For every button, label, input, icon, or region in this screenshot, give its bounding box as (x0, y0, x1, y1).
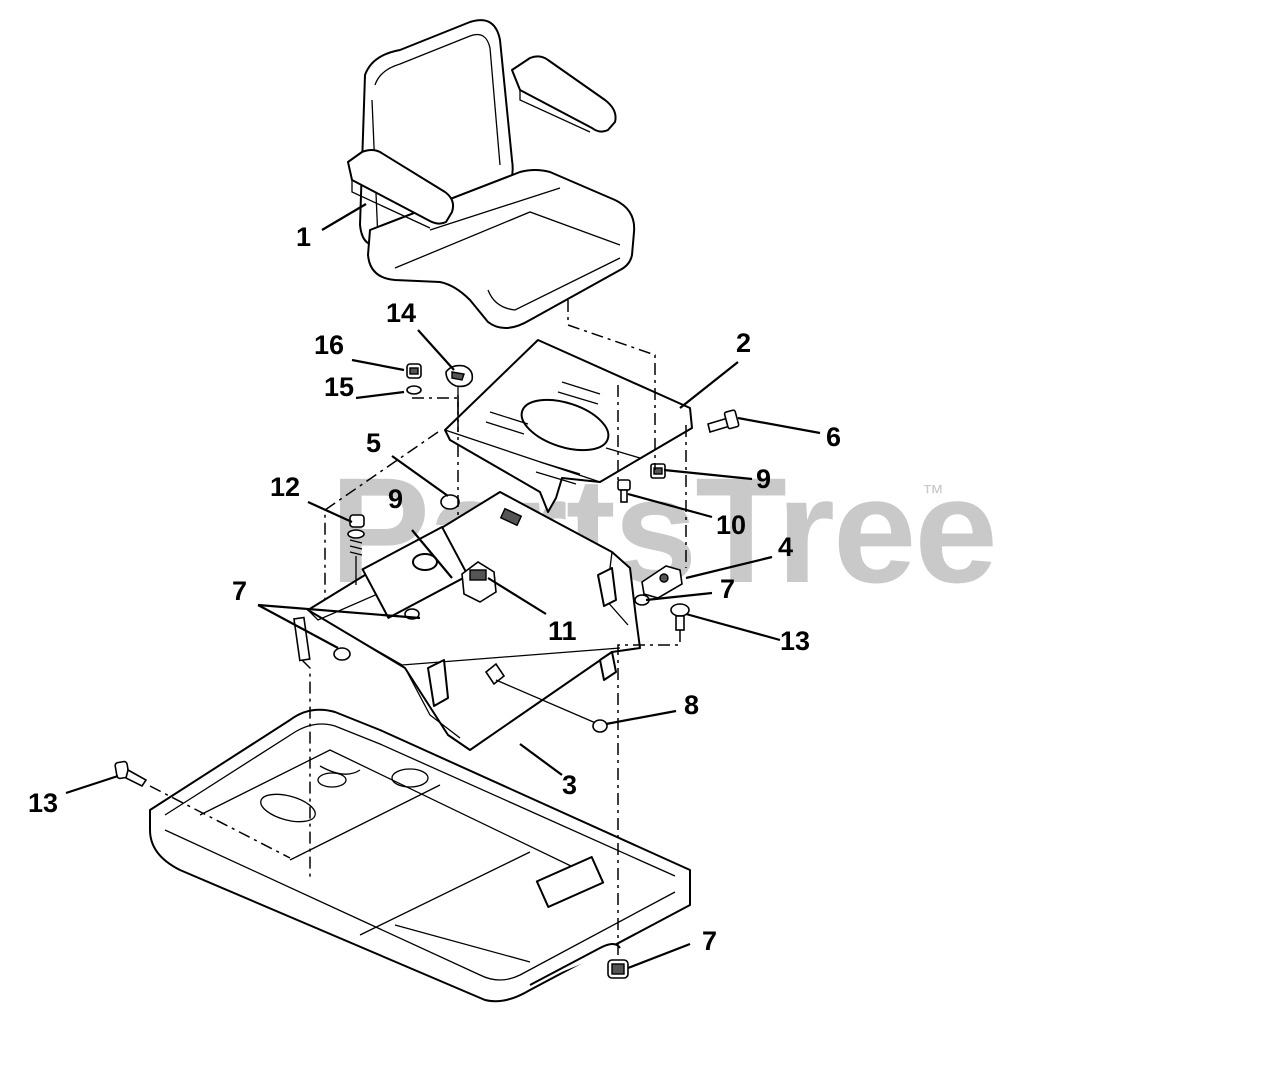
callout-12: 12 (270, 472, 300, 502)
nut-9-upper (650, 463, 666, 479)
washer-15 (406, 385, 422, 395)
bolt-10 (617, 479, 631, 503)
callout-6: 6 (826, 422, 841, 452)
watermark-trademark: ™ (922, 480, 944, 505)
callout-4: 4 (778, 532, 793, 562)
callout-3: 3 (562, 770, 577, 800)
callout-5: 5 (366, 428, 381, 458)
leader-lines (65, 203, 821, 970)
mower-frame (149, 708, 691, 1003)
callout-11: 11 (548, 616, 577, 646)
pin-13-right (670, 603, 690, 631)
seat-frame-part (293, 491, 641, 751)
callout-14: 14 (386, 298, 416, 328)
callout-1: 1 (296, 222, 311, 252)
callout-13-right: 13 (780, 626, 810, 656)
hinge-4 (641, 565, 683, 599)
callout-7-bottom: 7 (702, 926, 717, 956)
callout-8: 8 (684, 690, 699, 720)
center-lines (149, 300, 687, 960)
callout-16: 16 (314, 330, 344, 360)
callout-labels: 1 2 3 4 5 6 7 7 7 8 9 9 10 11 12 13 13 1… (28, 222, 841, 956)
seat-plate-part (444, 339, 693, 513)
callout-13-left: 13 (28, 788, 58, 818)
nut-7-left-a (333, 647, 351, 661)
callout-7-left: 7 (232, 576, 247, 606)
nut-5 (440, 494, 460, 510)
bolt-6 (707, 409, 740, 434)
pin-8 (484, 662, 608, 733)
callout-9-left: 9 (388, 484, 403, 514)
callout-9-right: 9 (756, 464, 771, 494)
callout-2: 2 (736, 328, 751, 358)
nut-16 (406, 363, 422, 379)
seat-part (347, 19, 636, 329)
callout-10: 10 (716, 510, 746, 540)
switch-11 (461, 561, 497, 603)
callout-7-right: 7 (720, 574, 735, 604)
nut-7-bottom (607, 959, 629, 979)
callout-15: 15 (324, 372, 354, 402)
bolt-13-left (114, 760, 148, 788)
